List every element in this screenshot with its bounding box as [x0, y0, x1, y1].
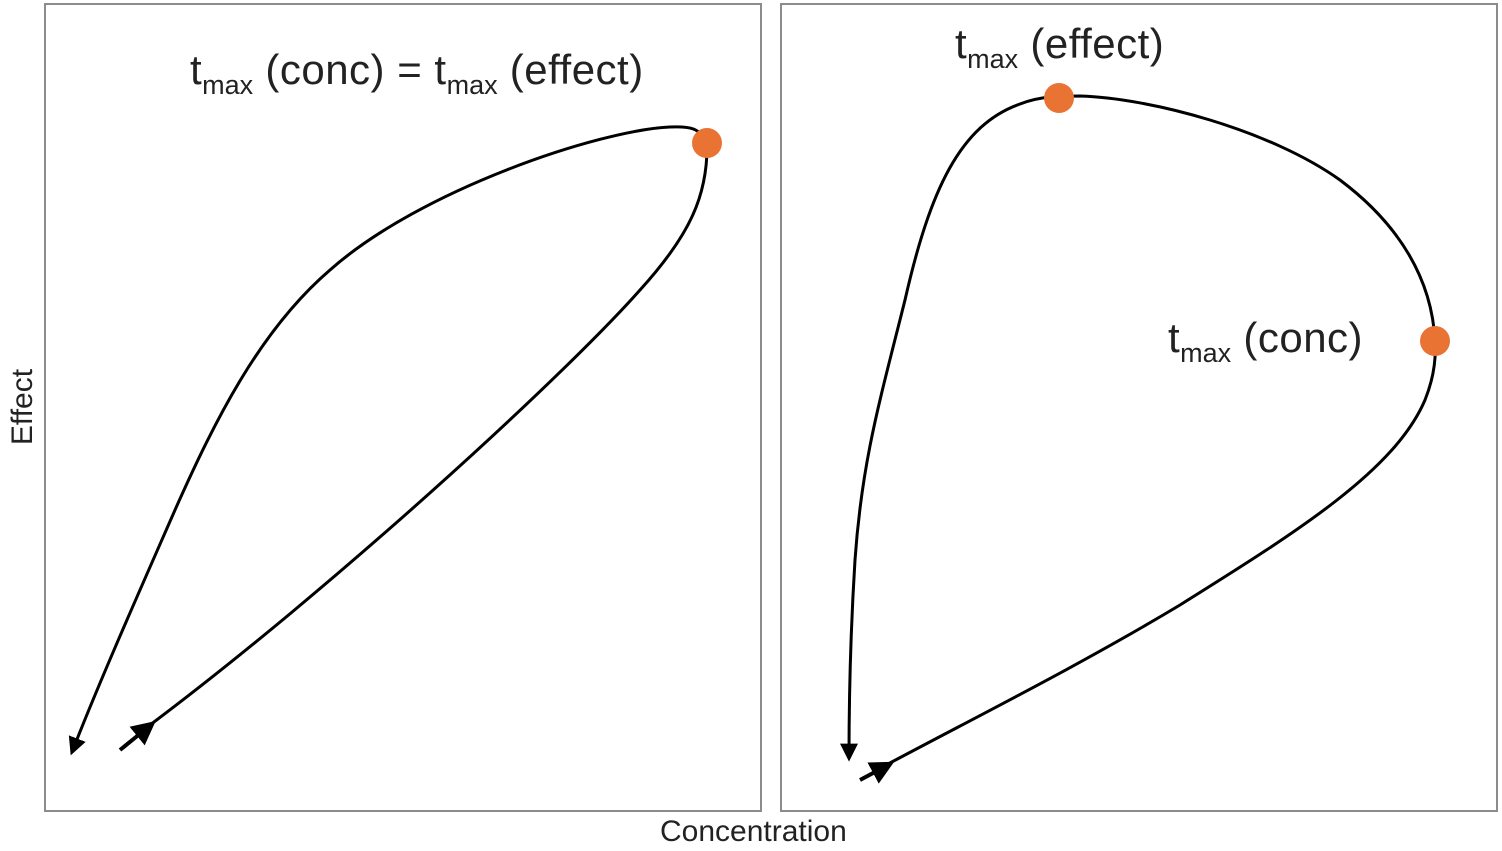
- right-tmax-conc-marker: [1420, 326, 1450, 356]
- annot-t: t: [1168, 314, 1181, 361]
- right-rising-curve: [887, 340, 1437, 766]
- annot-rest: (effect): [1018, 20, 1165, 67]
- annot-rest: (conc): [1231, 314, 1364, 361]
- y-axis-label: Effect: [6, 368, 39, 446]
- annot-sub: max: [1180, 338, 1232, 368]
- annot-rest: (conc) = t: [253, 46, 447, 93]
- annot-t: t: [190, 46, 203, 93]
- right-falling-curve: [840, 94, 1437, 762]
- annot-sub: max: [202, 70, 254, 100]
- left-panel-frame: [44, 3, 762, 812]
- annot-t: t: [955, 20, 968, 67]
- annot-sub: max: [446, 70, 498, 100]
- x-axis-label: Concentration: [660, 815, 847, 848]
- left-rising-curve: [149, 142, 709, 727]
- left-tmax-annotation: tmax (conc) = tmax (effect): [190, 46, 644, 101]
- right-tmax-effect-annotation: tmax (effect): [955, 20, 1164, 75]
- right-tmax-conc-annotation: tmax (conc): [1168, 314, 1363, 369]
- left-falling-curve: [68, 125, 709, 756]
- annot-rest: (effect): [497, 46, 644, 93]
- left-start-arrow-icon: [118, 720, 156, 752]
- annot-sub: max: [967, 44, 1019, 74]
- right-tmax-effect-marker: [1044, 83, 1074, 113]
- right-start-arrow-icon: [859, 761, 895, 784]
- left-tmax-marker: [692, 128, 722, 158]
- right-panel-frame: [780, 3, 1498, 812]
